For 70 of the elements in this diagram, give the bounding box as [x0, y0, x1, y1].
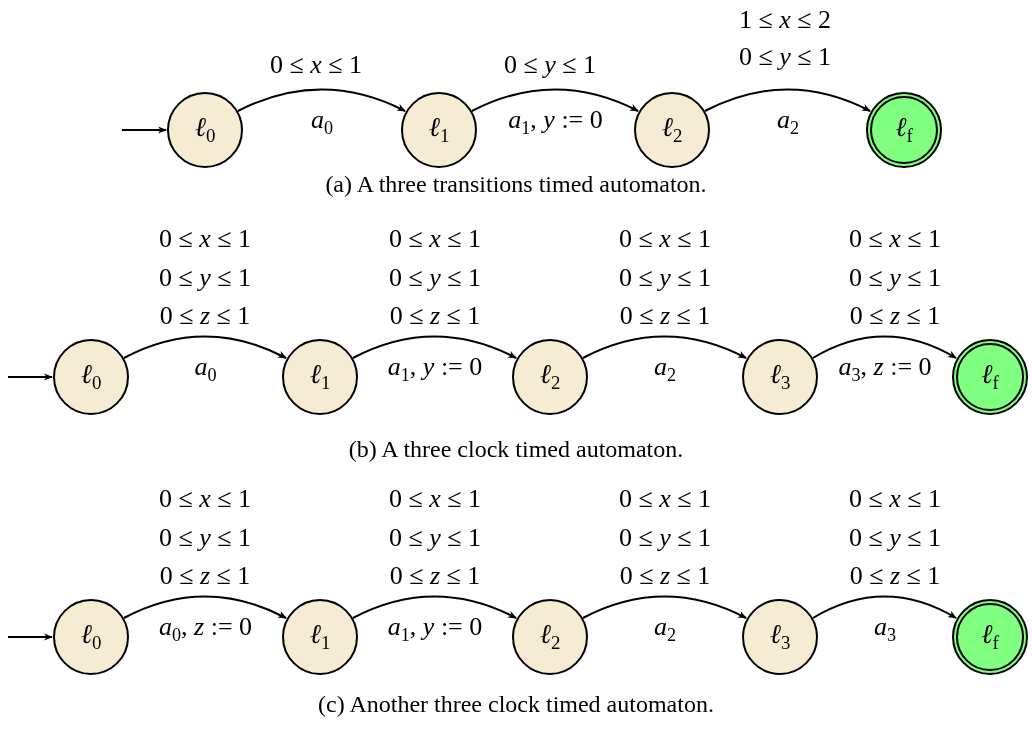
- transition-arrow: [7, 633, 53, 641]
- state-circle: ℓ$_{0}$: [53, 599, 129, 675]
- edge-label: a$_{3}$, z := 0: [838, 351, 932, 387]
- transition-arrow: [811, 595, 958, 619]
- figure-caption: (c) Another three clock timed automaton.: [318, 691, 714, 719]
- state-circle: ℓ$_{2}$: [512, 599, 588, 675]
- state-circle: ℓ$_{1}$: [401, 92, 477, 168]
- guard-label: 0 ≤ x ≤ 1: [388, 224, 482, 254]
- transition-arrow: [236, 88, 407, 112]
- accepting-state-circle: ℓ$_{f}$: [952, 599, 1028, 675]
- transition-arrow: [581, 335, 748, 359]
- guard-label: 0 ≤ x ≤ 1: [158, 484, 252, 514]
- state-circle: ℓ$_{3}$: [742, 599, 818, 675]
- figure-caption: (a) A three transitions timed automaton.: [325, 171, 707, 199]
- transition-arrow: [703, 88, 872, 112]
- guard-label: 0 ≤ z ≤ 1: [849, 561, 941, 591]
- guard-label: 0 ≤ y ≤ 1: [388, 523, 482, 553]
- state-circle: ℓ$_{3}$: [742, 339, 818, 415]
- guard-label: 1 ≤ x ≤ 2: [738, 5, 832, 35]
- guard-label: 0 ≤ y ≤ 1: [388, 263, 482, 293]
- guard-label: 0 ≤ z ≤ 1: [159, 301, 251, 331]
- guard-label: 0 ≤ y ≤ 1: [158, 523, 252, 553]
- guard-label: 0 ≤ x ≤ 1: [388, 484, 482, 514]
- transition-arrow: [122, 335, 288, 359]
- state-circle: ℓ$_{0}$: [167, 92, 243, 168]
- edge-label: a$_{0}$: [194, 351, 217, 387]
- guard-label: 0 ≤ z ≤ 1: [159, 561, 251, 591]
- guard-label: 0 ≤ x ≤ 1: [848, 484, 942, 514]
- guard-label: 0 ≤ z ≤ 1: [849, 301, 941, 331]
- guard-label: 0 ≤ z ≤ 1: [389, 301, 481, 331]
- guard-label: 0 ≤ x ≤ 1: [618, 484, 712, 514]
- edge-label: a$_{1}$, y := 0: [387, 351, 483, 387]
- transition-arrow: [811, 335, 958, 359]
- guard-label: 0 ≤ y ≤ 1: [503, 50, 597, 80]
- transition-arrow: [581, 595, 748, 619]
- guard-label: 0 ≤ x ≤ 1: [618, 224, 712, 254]
- transition-arrow: [7, 373, 53, 381]
- guard-label: 0 ≤ y ≤ 1: [618, 523, 712, 553]
- edge-label: a$_{1}$, y := 0: [508, 104, 603, 140]
- edge-label: a$_{2}$: [653, 351, 677, 387]
- edge-label: a$_{2}$: [653, 611, 677, 647]
- state-circle: ℓ$_{1}$: [282, 339, 358, 415]
- edge-label: a$_{2}$: [776, 104, 800, 140]
- edge-label: a$_{0}$, z := 0: [158, 611, 253, 647]
- guard-label: 0 ≤ y ≤ 1: [848, 523, 942, 553]
- state-circle: ℓ$_{2}$: [634, 92, 710, 168]
- transition-arrow: [121, 126, 167, 134]
- guard-label: 0 ≤ z ≤ 1: [619, 561, 711, 591]
- guard-label: 0 ≤ y ≤ 1: [158, 263, 252, 293]
- state-circle: ℓ$_{0}$: [53, 339, 129, 415]
- guard-label: 0 ≤ x ≤ 1: [269, 50, 363, 80]
- guard-label: 0 ≤ x ≤ 1: [848, 224, 942, 254]
- guard-label: 0 ≤ y ≤ 1: [618, 263, 712, 293]
- accepting-state-circle: ℓ$_{f}$: [866, 92, 942, 168]
- edge-label: a$_{3}$: [873, 611, 897, 647]
- guard-label: 0 ≤ z ≤ 1: [389, 561, 481, 591]
- transition-arrow: [351, 595, 518, 619]
- transition-arrow: [122, 595, 288, 619]
- guard-label: 0 ≤ z ≤ 1: [619, 301, 711, 331]
- state-circle: ℓ$_{2}$: [512, 339, 588, 415]
- guard-label: 0 ≤ y ≤ 1: [738, 42, 832, 72]
- transition-arrow: [470, 88, 640, 112]
- edge-label: a$_{0}$: [310, 104, 334, 140]
- edge-label: a$_{1}$, y := 0: [387, 611, 483, 647]
- guard-label: 0 ≤ x ≤ 1: [158, 224, 252, 254]
- guard-label: 0 ≤ y ≤ 1: [848, 263, 942, 293]
- figure-caption: (b) A three clock timed automaton.: [348, 436, 684, 464]
- transition-arrow: [351, 335, 518, 359]
- state-circle: ℓ$_{1}$: [282, 599, 358, 675]
- accepting-state-circle: ℓ$_{f}$: [952, 339, 1028, 415]
